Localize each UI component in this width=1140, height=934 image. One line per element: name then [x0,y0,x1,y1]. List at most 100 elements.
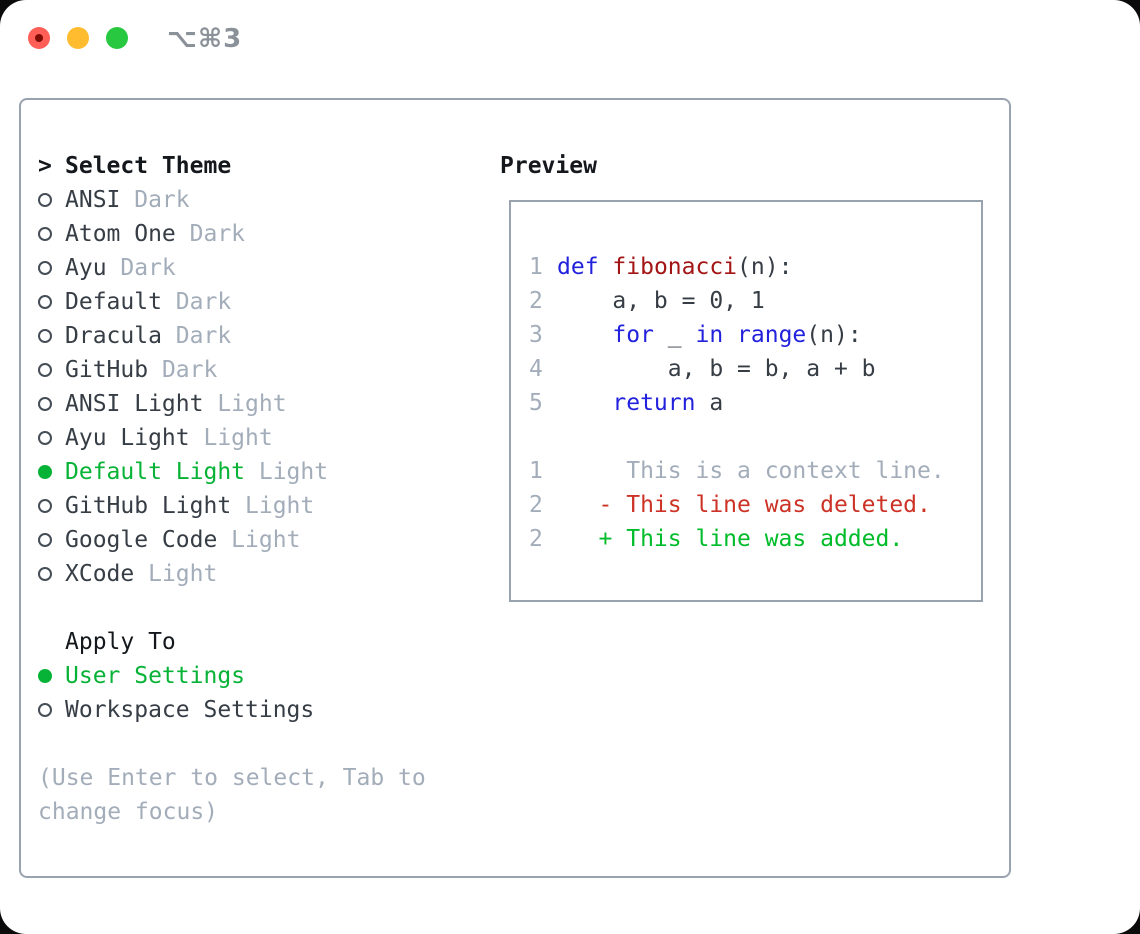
radio-icon [38,329,65,343]
radio-icon [38,295,65,309]
theme-name: Ayu Light [65,425,190,451]
theme-name: ANSI Light [65,391,204,417]
preview-line: 2 a, b = 0, 1 [529,284,981,318]
line-number: 2 [529,288,543,314]
theme-option-default-light[interactable]: Default Light Light [38,455,426,489]
radio-icon [38,567,65,581]
theme-variant-badge: Dark [106,255,176,281]
line-number: 1 [529,254,543,280]
theme-name: ANSI [65,187,121,213]
theme-variant-badge: Dark [120,187,190,213]
preview-line [529,420,981,454]
theme-variant-badge: Dark [148,357,218,383]
minimize-button[interactable] [67,27,89,49]
preview-line: 3 for _ in range(n): [529,318,981,352]
code-segment: a [695,390,724,416]
preview-line: 2 - This line was deleted. [529,488,981,522]
radio-icon [38,533,65,547]
preview-line: 5 return a [529,386,981,420]
titlebar [28,27,128,49]
radio-icon [38,397,65,411]
apply-to-header: Apply To [38,625,426,659]
close-button[interactable] [28,27,50,49]
code-segment: - This line was deleted. [557,492,931,518]
radio-icon [38,227,65,241]
window-title: ⌥⌘3 [167,24,243,54]
theme-name: Ayu [65,255,107,281]
apply-option-workspace-settings[interactable]: Workspace Settings [38,693,426,727]
theme-option-github[interactable]: GitHub Dark [38,353,426,387]
code-segment: a, b = 0, 1 [557,288,765,314]
preview-line: 1 def fibonacci(n): [529,250,981,284]
code-segment: range [737,322,807,348]
theme-variant-badge: Dark [161,289,232,315]
theme-variant-badge: Light [189,425,273,451]
theme-option-ayu-light[interactable]: Ayu Light Light [38,421,426,455]
code-segment: (n): [806,322,862,348]
radio-selected-icon [38,465,65,479]
code-segment [599,250,613,284]
apply-option-user-settings[interactable]: User Settings [38,659,426,693]
theme-name: Google Code [65,527,218,553]
code-segment [557,318,612,352]
radio-icon [38,261,65,275]
code-segment: def [557,254,599,280]
theme-option-default[interactable]: Default Dark [38,285,426,319]
theme-option-atom-one[interactable]: Atom One Dark [38,217,426,251]
radio-icon [38,193,65,207]
theme-name: Atom One [65,221,176,247]
preview-title: Preview [500,153,597,179]
theme-option-ayu[interactable]: Ayu Dark [38,251,426,285]
code-segment: a, b = b, a + b [557,356,876,382]
code-segment: (n): [737,254,793,280]
preview-line: 2 + This line was added. [529,522,981,556]
radio-selected-icon [38,669,65,683]
theme-option-github-light[interactable]: GitHub Light Light [38,489,426,523]
radio-icon [38,431,65,445]
line-number: 2 [529,526,543,552]
zoom-button[interactable] [106,27,128,49]
code-segment: in [695,322,724,348]
code-segment: _ [653,322,696,348]
line-number: 4 [529,356,543,382]
code-segment: + This line was added. [557,526,904,552]
code-segment: fibonacci [612,254,738,280]
theme-option-google-code[interactable]: Google Code Light [38,523,426,557]
theme-name: Default Light [65,459,246,485]
theme-variant-badge: Dark [161,323,232,349]
theme-name: Dracula [65,323,162,349]
theme-variant-badge: Light [217,527,301,553]
code-segment: for [612,322,654,348]
theme-name: XCode [65,561,135,587]
line-number: 2 [529,492,543,518]
radio-icon [38,499,65,513]
apply-option-label: User Settings [65,663,246,689]
line-number [529,420,543,454]
theme-option-ansi-light[interactable]: ANSI Light Light [38,387,426,421]
radio-icon [38,363,65,377]
help-text-line-2: change focus) [38,799,219,825]
theme-option-xcode[interactable]: XCode Light [38,557,426,591]
theme-option-dracula[interactable]: Dracula Dark [38,319,426,353]
theme-name: GitHub [65,357,149,383]
theme-variant-badge: Light [203,391,287,417]
code-segment [723,318,737,352]
theme-name: Default [65,289,162,315]
apply-option-label: Workspace Settings [65,697,315,723]
prompt-icon: > [38,153,52,179]
line-number: 3 [529,322,543,348]
theme-option-ansi[interactable]: ANSI Dark [38,183,426,217]
help-text-line-1: (Use Enter to select, Tab to [38,765,426,791]
preview-line: 1 This is a context line. [529,454,981,488]
theme-variant-badge: Light [231,493,315,519]
theme-variant-badge: Light [134,561,218,587]
select-theme-title: Select Theme [65,153,232,179]
line-number: 1 [529,458,543,484]
code-segment: return [612,390,696,416]
theme-variant-badge: Light [245,459,329,485]
theme-variant-badge: Dark [175,221,246,247]
